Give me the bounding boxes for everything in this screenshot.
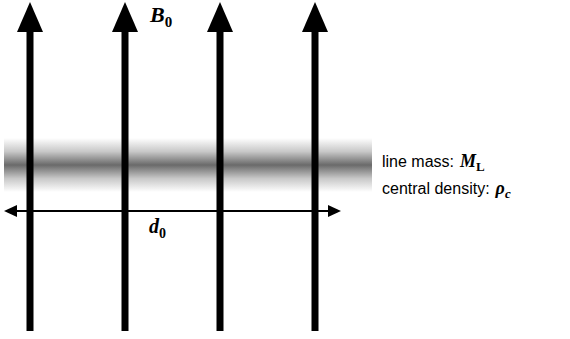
dimension-line xyxy=(12,210,333,212)
field-line xyxy=(217,26,224,331)
dimension-arrowhead xyxy=(328,205,341,217)
field-arrowhead xyxy=(17,2,43,32)
label-group: d0 xyxy=(149,216,166,236)
property-label: central density: xyxy=(382,181,490,197)
line-mass-symbol: M xyxy=(460,152,476,170)
width-dimension xyxy=(4,205,341,217)
label-group: central density: ρc xyxy=(382,179,511,197)
field-arrowhead xyxy=(207,2,233,32)
field-lines xyxy=(17,2,328,331)
dimension-arrowhead xyxy=(4,205,17,217)
density-symbol: ρ xyxy=(496,179,505,197)
width-subscript: 0 xyxy=(159,227,166,241)
width-symbol: d xyxy=(149,216,159,236)
density-subscript: c xyxy=(505,187,511,200)
field-line xyxy=(27,26,34,331)
line-mass-subscript: L xyxy=(476,160,485,173)
field-line xyxy=(312,26,319,331)
label-group: B0 xyxy=(150,4,172,26)
field-line xyxy=(122,26,129,331)
field-arrowhead xyxy=(112,2,138,32)
label-group: line mass: ML xyxy=(382,152,485,170)
field-symbol: B xyxy=(150,4,165,26)
property-label: line mass: xyxy=(382,154,454,170)
field-arrowhead xyxy=(302,2,328,32)
field-subscript: 0 xyxy=(165,15,173,30)
